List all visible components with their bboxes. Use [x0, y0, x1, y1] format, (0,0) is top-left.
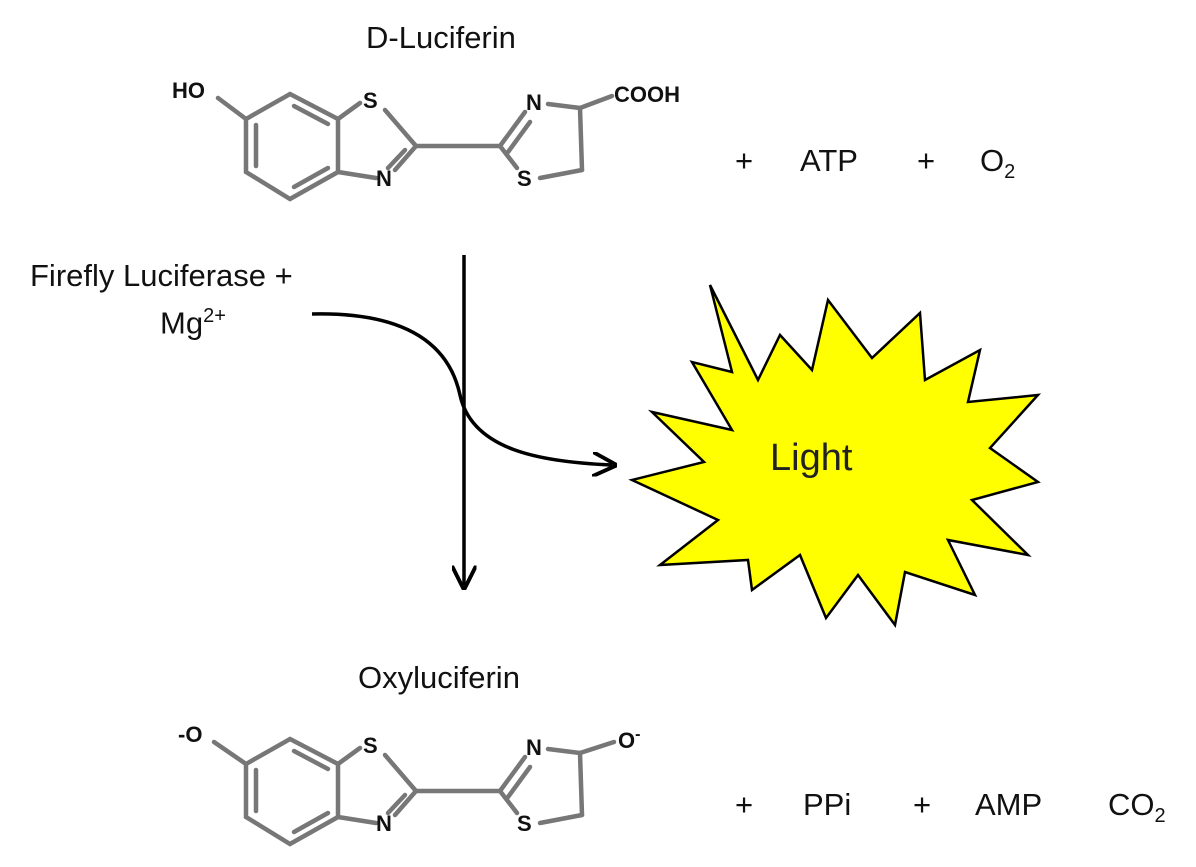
- light-label: Light: [770, 437, 853, 479]
- atom-s-benzothiazole: S: [363, 88, 378, 113]
- atom-o-minus-right: O-: [618, 726, 640, 753]
- atom-s-benzothiazole: S: [363, 733, 378, 758]
- oxyluciferin-structure: -O S N N S O-: [178, 722, 640, 847]
- atom-ho: HO: [172, 78, 205, 103]
- reactant-plus-2: +: [917, 143, 936, 178]
- product-plus-1: +: [735, 787, 754, 822]
- atom-cooh: COOH: [614, 82, 680, 107]
- atom-s-thiazoline: S: [517, 811, 532, 836]
- atom-n-benzothiazole: N: [376, 811, 392, 836]
- benzene-ring: [243, 736, 341, 847]
- cofactor-label: Mg2+: [160, 305, 226, 341]
- oxygen-label: O2: [980, 143, 1016, 184]
- amp-label: AMP: [975, 787, 1043, 822]
- atom-n-thiazoline: N: [526, 735, 542, 760]
- atom-n-benzothiazole: N: [376, 166, 392, 191]
- enzyme-label: Firefly Luciferase +: [30, 258, 293, 293]
- atom-s-thiazoline: S: [517, 166, 532, 191]
- atom-n-thiazoline: N: [526, 90, 542, 115]
- ppi-label: PPi: [803, 787, 852, 822]
- atp-label: ATP: [800, 143, 858, 178]
- enzyme-curved-arrow: [311, 312, 612, 465]
- oxyluciferin-title: Oxyluciferin: [358, 660, 520, 695]
- d-luciferin-structure: HO S N N S COOH: [172, 78, 680, 202]
- benzene-ring: [243, 91, 341, 202]
- reactant-plus-1: +: [735, 143, 754, 178]
- product-plus-2: +: [913, 787, 932, 822]
- d-luciferin-title: D-Luciferin: [366, 20, 516, 55]
- atom-o-minus-left: -O: [178, 722, 202, 747]
- co2-label: CO2: [1108, 787, 1166, 828]
- light-starburst: [628, 284, 1042, 629]
